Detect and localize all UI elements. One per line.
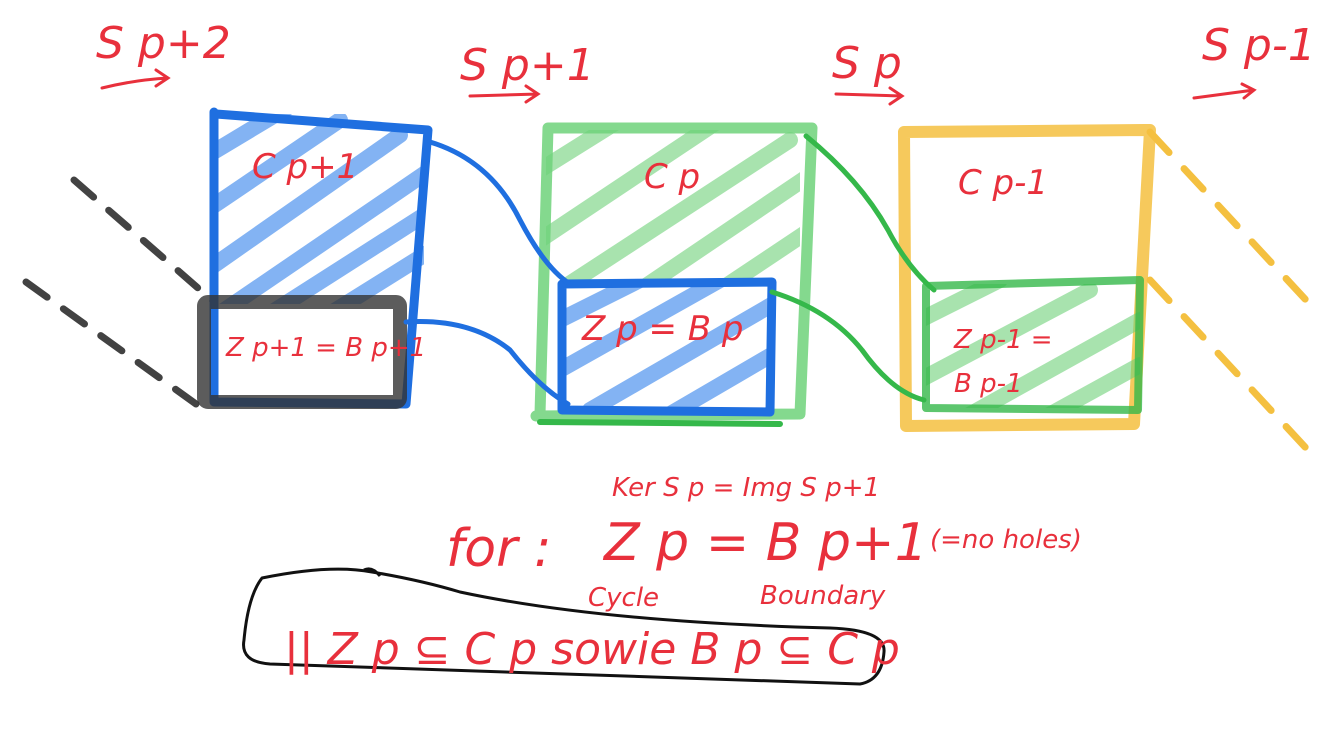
label-z-p: Z p = B p <box>581 309 744 349</box>
label-s-p-minus-1: S p-1 <box>1202 20 1316 71</box>
hatch-c-p-plus-1 <box>216 114 424 304</box>
note-no-holes: (=no holes) <box>930 525 1082 555</box>
label-c-p-plus-1: C p+1 <box>252 147 358 187</box>
box-z-p-plus-1 <box>197 295 407 409</box>
note-ker-img: Ker S p = Img S p+1 <box>612 473 880 503</box>
arrow-icon <box>100 68 171 90</box>
note-cycle: Cycle <box>588 583 659 613</box>
hatch-z-p <box>566 284 772 410</box>
dashed-incoming-lines <box>22 176 218 408</box>
label-s-p-plus-1: S p+1 <box>460 40 595 91</box>
box-z-p-minus-1 <box>922 276 1144 414</box>
label-c-p-minus-1: C p-1 <box>958 163 1048 203</box>
label-s-p-plus-2: S p+2 <box>96 18 231 69</box>
note-for: for : <box>446 519 552 579</box>
hatch-c-p <box>546 130 800 280</box>
arrow-icon <box>834 86 905 106</box>
arrow-icon <box>468 84 541 104</box>
arrow-icon <box>1192 82 1257 100</box>
note-boundary: Boundary <box>760 581 886 611</box>
label-z-p-minus-1: Z p-1 = <box>953 325 1053 355</box>
box-z-p <box>557 277 777 417</box>
dashed-outgoing-lines <box>1146 128 1310 452</box>
box-c-p <box>530 122 818 427</box>
summary-box <box>242 567 886 686</box>
label-c-p: C p <box>644 157 700 197</box>
label-s-p: S p <box>832 38 902 89</box>
label-b-p-minus-1: B p-1 <box>954 369 1023 399</box>
summary-text: || Z p ⊆ C p sowie B p ⊆ C p <box>284 624 900 675</box>
note-equation: Z p = B p+1 <box>602 513 928 573</box>
map-s-p-curves <box>769 133 937 403</box>
map-s-p-plus-1-curves <box>403 139 573 407</box>
map-arrows <box>100 68 1257 106</box>
label-z-p-plus-1: Z p+1 = B p+1 <box>225 333 426 363</box>
box-c-p-minus-1 <box>898 124 1156 432</box>
